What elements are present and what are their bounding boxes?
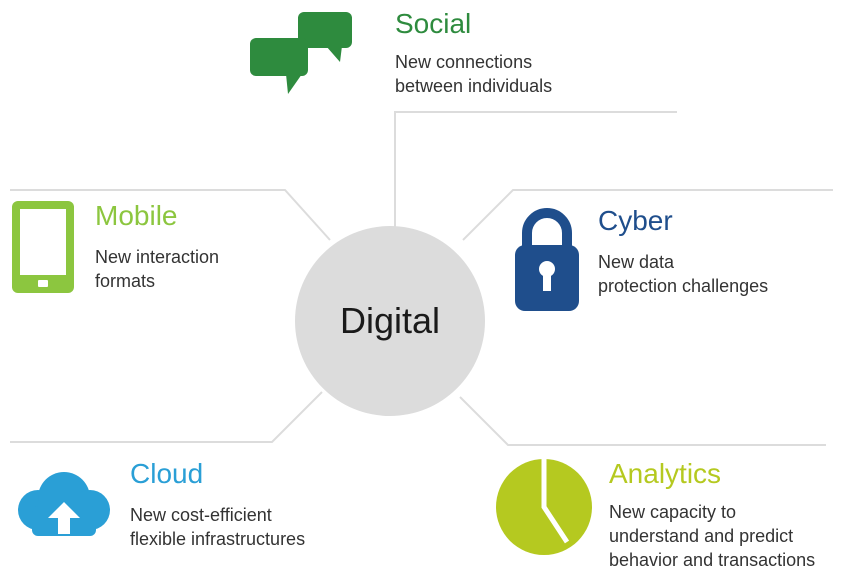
analytics-title: Analytics [609,458,722,489]
mobile-title: Mobile [95,200,178,231]
social-desc-line: New connections [395,52,533,72]
connector-cloud [10,391,323,443]
connector-cyber [462,189,833,241]
cloud-desc-line: New cost-efficient [130,505,272,525]
connector-mobile [10,189,331,241]
cyber-description: New data protection challenges [598,250,768,298]
analytics-desc-line: understand and predict [609,526,794,546]
analytics-desc-line: behavior and transactions [609,550,816,570]
cyber-desc-line: protection challenges [598,276,769,296]
connector-analytics [459,396,826,446]
connector-social [394,111,677,230]
social-desc-line: between individuals [395,76,553,96]
padlock-icon [515,203,579,311]
analytics-description: New capacity to understand and predict b… [609,500,815,572]
cloud-title: Cloud [130,458,204,489]
mobile-desc-line: formats [95,271,156,291]
cloud-upload-icon [12,472,112,536]
social-title: Social [395,8,472,39]
mobile-desc-line: New interaction [95,247,220,267]
speech-bubbles-icon [250,12,370,96]
cyber-desc-line: New data [598,252,675,272]
hub-label: Digital [339,300,441,341]
digital-hub: Digital [295,226,485,416]
analytics-desc-line: New capacity to [609,502,737,522]
cyber-title: Cyber [598,205,673,236]
cloud-description: New cost-efficient flexible infrastructu… [130,503,305,551]
tablet-icon [12,201,74,293]
mobile-description: New interaction formats [95,245,219,293]
social-description: New connections between individuals [395,50,552,98]
cloud-desc-line: flexible infrastructures [130,529,306,549]
pie-chart-icon [494,457,594,557]
